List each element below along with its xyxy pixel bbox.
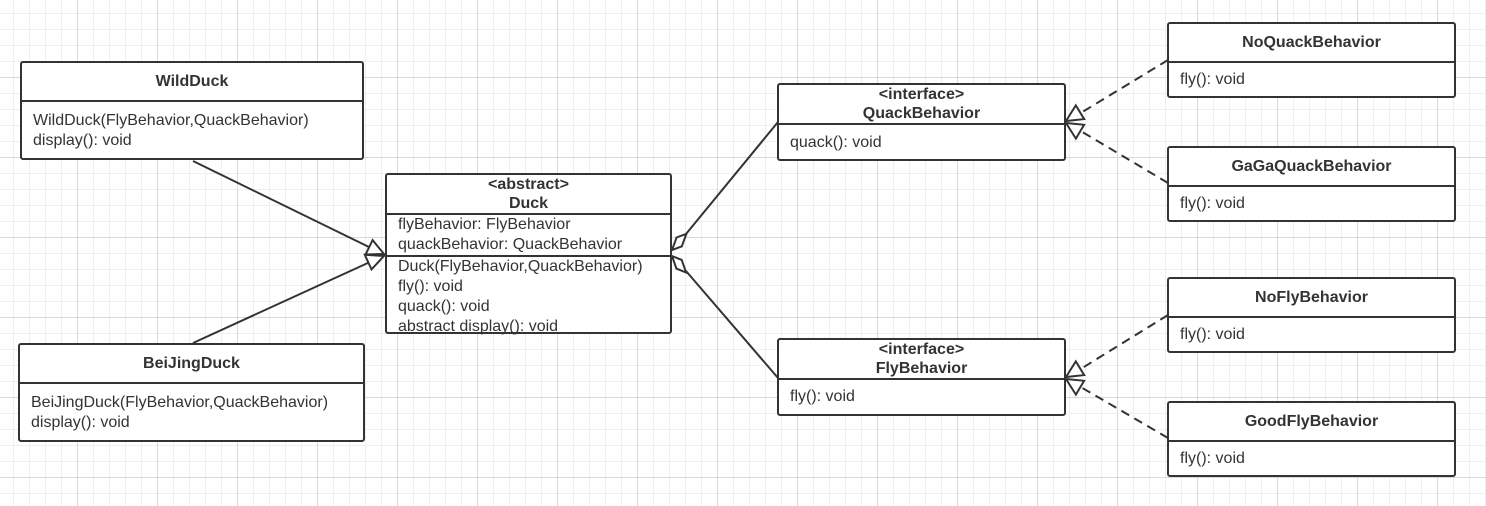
members-compartment: fly(): void [1169,442,1454,469]
edge-noquackbehavior-quackbehavior [1078,59,1169,115]
aggregation-diamond [670,232,689,252]
class-name: NoFlyBehavior [1255,289,1368,306]
method: quack(): void [398,298,490,315]
class-stereotype: <interface> [878,341,965,358]
edge-gagaquackbehavior-quackbehavior [1078,129,1169,184]
class-name: WildDuck [155,73,229,90]
class-header: <interface> FlyBehavior [779,340,1064,380]
members-compartment: WildDuck(FlyBehavior,QuackBehavior) disp… [22,102,362,151]
class-noquackbehavior[interactable]: NoQuackBehavior fly(): void [1167,22,1456,98]
members-compartment: BeiJingDuck(FlyBehavior,QuackBehavior) d… [20,384,363,433]
member: fly(): void [1180,71,1245,88]
class-header: NoQuackBehavior [1169,24,1454,63]
interface-flybehavior[interactable]: <interface> FlyBehavior fly(): void [777,338,1066,416]
attribute: quackBehavior: QuackBehavior [398,236,623,253]
realization-arrowhead [1064,103,1086,123]
class-name: QuackBehavior [862,105,981,122]
edge-goodflybehavior-flybehavior [1078,385,1169,439]
class-header: GoodFlyBehavior [1169,403,1454,442]
class-name: Duck [508,195,549,212]
class-header: NoFlyBehavior [1169,279,1454,318]
class-noflybehavior[interactable]: NoFlyBehavior fly(): void [1167,277,1456,353]
member: display(): void [31,414,130,431]
class-stereotype: <interface> [878,86,965,103]
member: fly(): void [1180,326,1245,343]
edge-beijingduck-duck [192,261,371,344]
member: quack(): void [790,134,882,151]
member: fly(): void [1180,195,1245,212]
class-goodflybehavior[interactable]: GoodFlyBehavior fly(): void [1167,401,1456,477]
members-compartment: fly(): void [779,380,1064,407]
realization-arrowhead [1064,377,1086,397]
class-header: BeiJingDuck [20,345,363,384]
realization-arrowhead [1064,121,1086,141]
method: fly(): void [398,278,463,295]
realization-arrowhead [1064,359,1086,379]
class-name: GoodFlyBehavior [1244,413,1379,430]
class-stereotype: <abstract> [488,176,569,193]
edge-noflybehavior-flybehavior [1078,314,1169,371]
member: fly(): void [790,388,855,405]
class-beijingduck[interactable]: BeiJingDuck BeiJingDuck(FlyBehavior,Quac… [18,343,365,442]
edge-duck-quackbehavior [685,121,779,235]
edge-duck-flybehavior [685,270,779,379]
member: BeiJingDuck(FlyBehavior,QuackBehavior) [31,394,329,411]
members-compartment: fly(): void [1169,187,1454,214]
generalization-arrowhead [363,253,387,272]
class-header: <interface> QuackBehavior [779,85,1064,125]
members-compartment: fly(): void [1169,63,1454,90]
class-name: FlyBehavior [875,360,968,377]
class-wildduck[interactable]: WildDuck WildDuck(FlyBehavior,QuackBehav… [20,61,364,160]
class-header: <abstract> Duck [387,175,670,215]
class-name: NoQuackBehavior [1242,34,1381,51]
members-compartment: quack(): void [779,125,1064,153]
edge-wildduck-duck [192,160,372,249]
member: fly(): void [1180,450,1245,467]
generalization-arrowhead [363,238,387,256]
class-gagaquackbehavior[interactable]: GaGaQuackBehavior fly(): void [1167,146,1456,222]
members-compartment: fly(): void [1169,318,1454,345]
member: display(): void [33,132,132,149]
methods-compartment: Duck(FlyBehavior,QuackBehavior) fly(): v… [387,255,670,337]
attribute: flyBehavior: FlyBehavior [398,216,571,233]
class-header: WildDuck [22,63,362,102]
class-name: BeiJingDuck [143,355,240,372]
aggregation-diamond [670,254,688,275]
interface-quackbehavior[interactable]: <interface> QuackBehavior quack(): void [777,83,1066,161]
attributes-compartment: flyBehavior: FlyBehavior quackBehavior: … [387,215,670,255]
class-header: GaGaQuackBehavior [1169,148,1454,187]
method: abstract display(): void [398,318,559,335]
member: WildDuck(FlyBehavior,QuackBehavior) [33,112,309,129]
method: Duck(FlyBehavior,QuackBehavior) [398,258,643,275]
class-duck[interactable]: <abstract> Duck flyBehavior: FlyBehavior… [385,173,672,337]
class-name: GaGaQuackBehavior [1231,158,1392,175]
